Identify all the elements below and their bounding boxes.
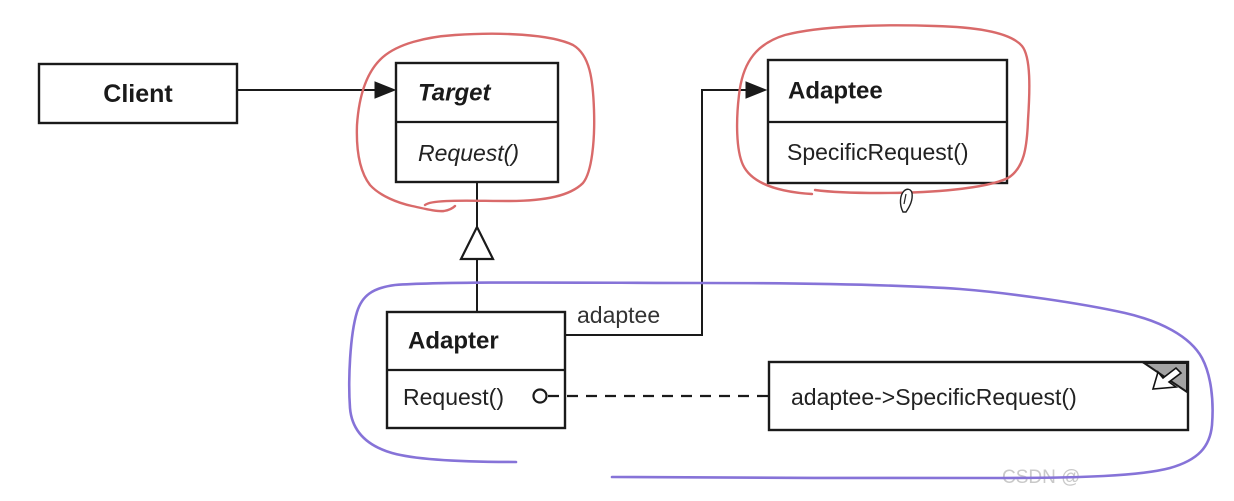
association-adapter-adaptee: adaptee xyxy=(565,81,768,336)
adapter-method: Request() xyxy=(403,384,504,410)
note-text: adaptee->SpecificRequest() xyxy=(791,384,1077,410)
generalization-triangle xyxy=(459,224,495,261)
adapter-adaptee-line xyxy=(565,89,749,336)
lollipop-circle xyxy=(532,388,548,404)
note-box xyxy=(767,360,1190,432)
class-client: Client xyxy=(37,62,239,125)
red-circle-adaptee xyxy=(735,24,1031,196)
class-adaptee: Adaptee SpecificRequest() xyxy=(766,58,1009,185)
note-anchor xyxy=(532,388,769,404)
mouse-cursor-icon xyxy=(1151,366,1183,390)
client-target-arrowhead xyxy=(374,81,397,99)
red-circle-target xyxy=(355,32,596,213)
adaptee-method: SpecificRequest() xyxy=(787,139,969,165)
adaptee-class-name: Adaptee xyxy=(788,78,883,105)
class-adapter: Adapter Request() xyxy=(385,310,567,430)
adapter-adaptee-arrowhead xyxy=(745,81,768,99)
pen-cursor-icon xyxy=(899,188,913,213)
client-box xyxy=(37,62,239,125)
association-client-target xyxy=(237,81,397,99)
target-class-name: Target xyxy=(418,80,491,107)
client-class-name: Client xyxy=(103,80,173,108)
class-target: Target Request() xyxy=(394,61,560,184)
uml-note: adaptee->SpecificRequest() xyxy=(767,360,1190,432)
generalization-adapter-target xyxy=(459,182,495,312)
association-label: adaptee xyxy=(577,302,660,328)
purple-circle-adapter-note xyxy=(347,281,1214,480)
target-method: Request() xyxy=(418,140,519,166)
adapter-class-name: Adapter xyxy=(408,328,499,355)
